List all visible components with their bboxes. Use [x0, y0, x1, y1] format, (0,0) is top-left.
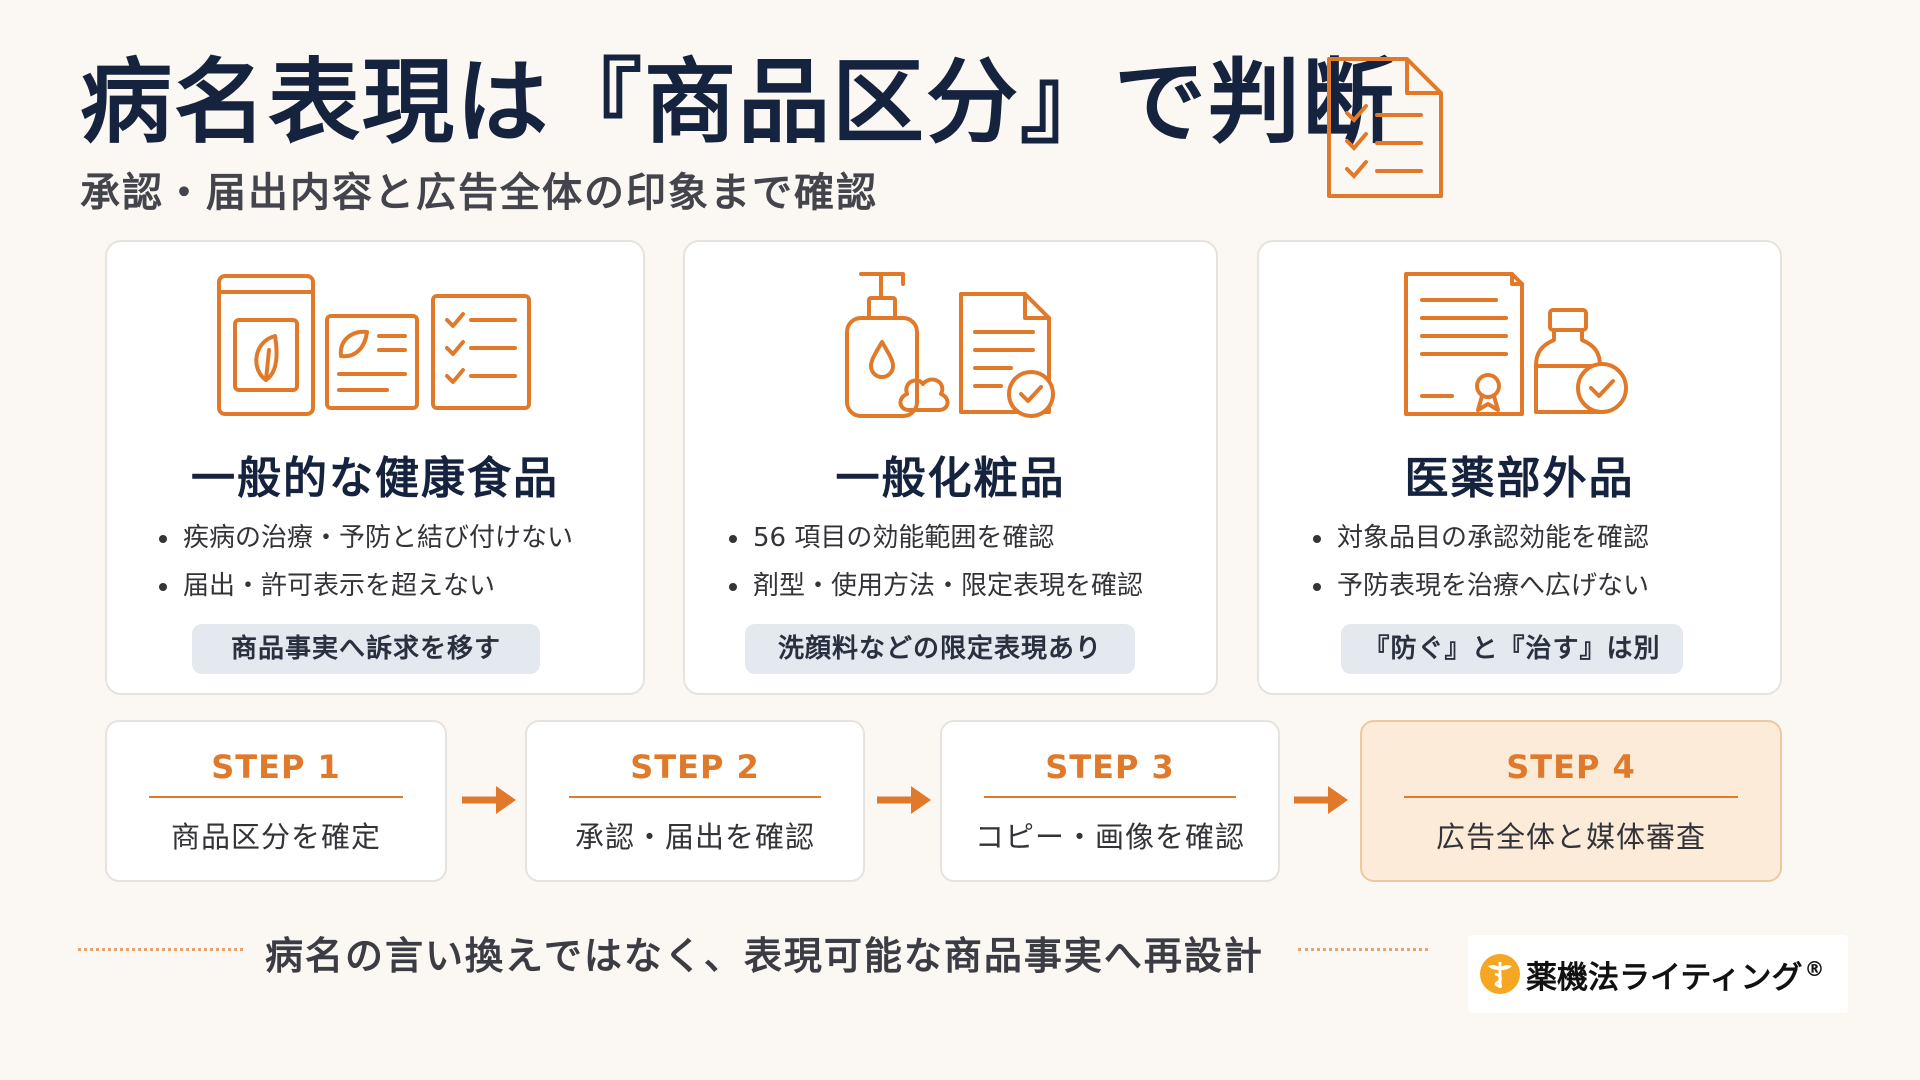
bullet-item: 対象品目の承認効能を確認 — [1311, 514, 1760, 562]
step-4: STEP 4 広告全体と媒体審査 — [1360, 720, 1782, 882]
category-card-health-food: 一般的な健康食品 疾病の治療・予防と結び付けない 届出・許可表示を超えない 商品… — [105, 240, 645, 695]
step-label: STEP 1 — [211, 748, 341, 786]
bullet-item: 届出・許可表示を超えない — [157, 562, 623, 610]
step-text: コピー・画像を確認 — [974, 820, 1245, 854]
category-card-cosmetics: 一般化粧品 56 項目の効能範囲を確認 剤型・使用方法・限定表現を確認 洗顔料な… — [683, 240, 1218, 695]
card-tag: 『防ぐ』と『治す』は別 — [1341, 624, 1683, 674]
bullet-item: 疾病の治療・予防と結び付けない — [157, 514, 623, 562]
step-text: 広告全体と媒体審査 — [1435, 820, 1706, 854]
step-1: STEP 1 商品区分を確定 — [105, 720, 447, 882]
card-title: 一般的な健康食品 — [191, 453, 559, 504]
card-bullets: 56 項目の効能範囲を確認 剤型・使用方法・限定表現を確認 — [727, 514, 1196, 610]
bullet-item: 剤型・使用方法・限定表現を確認 — [727, 562, 1196, 610]
card-title: 一般化粧品 — [835, 453, 1066, 504]
supplement-pouch-icon — [217, 274, 531, 416]
pump-bottle-icon — [844, 272, 1055, 418]
page-subtitle: 承認・届出内容と広告全体の印象まで確認 — [80, 170, 878, 216]
arrow-right-icon — [1294, 786, 1348, 814]
page-title: 病名表現は『商品区分』で判断 — [80, 49, 1397, 156]
footer-message: 病名の言い換えではなく、表現可能な商品事実へ再設計 — [265, 934, 1264, 978]
brand-name: 薬機法ライティング® — [1526, 957, 1825, 996]
arrow-right-icon — [462, 786, 516, 814]
arrow-right-icon — [877, 786, 931, 814]
step-2: STEP 2 承認・届出を確認 — [525, 720, 865, 882]
card-illustration — [1259, 270, 1780, 420]
card-bullets: 疾病の治療・予防と結び付けない 届出・許可表示を超えない — [157, 514, 623, 610]
card-bullets: 対象品目の承認効能を確認 予防表現を治療へ広げない — [1311, 514, 1760, 610]
footer-dotted-line-left — [78, 948, 243, 951]
caduceus-icon — [1480, 954, 1520, 994]
step-text: 商品区分を確定 — [170, 820, 381, 854]
step-label: STEP 2 — [630, 748, 760, 786]
step-divider — [149, 796, 403, 798]
card-illustration — [685, 270, 1216, 420]
bullet-item: 56 項目の効能範囲を確認 — [727, 514, 1196, 562]
step-text: 承認・届出を確認 — [574, 820, 815, 854]
step-label: STEP 3 — [1045, 748, 1175, 786]
card-title: 医薬部外品 — [1404, 453, 1635, 504]
step-3: STEP 3 コピー・画像を確認 — [940, 720, 1280, 882]
category-card-quasi-drug: 医薬部外品 対象品目の承認効能を確認 予防表現を治療へ広げない 『防ぐ』と『治す… — [1257, 240, 1782, 695]
step-divider — [569, 796, 821, 798]
card-tag: 洗顔料などの限定表現あり — [745, 624, 1135, 674]
brand-logo: 薬機法ライティング® — [1468, 935, 1848, 1013]
certificate-document-icon — [1403, 272, 1628, 416]
footer-dotted-line-right — [1298, 948, 1428, 951]
step-label: STEP 4 — [1506, 748, 1636, 786]
step-divider — [984, 796, 1236, 798]
bullet-item: 予防表現を治療へ広げない — [1311, 562, 1760, 610]
card-illustration — [107, 270, 643, 420]
checklist-document-icon — [1327, 57, 1443, 198]
card-tag: 商品事実へ訴求を移す — [192, 624, 540, 674]
step-divider — [1404, 796, 1738, 798]
